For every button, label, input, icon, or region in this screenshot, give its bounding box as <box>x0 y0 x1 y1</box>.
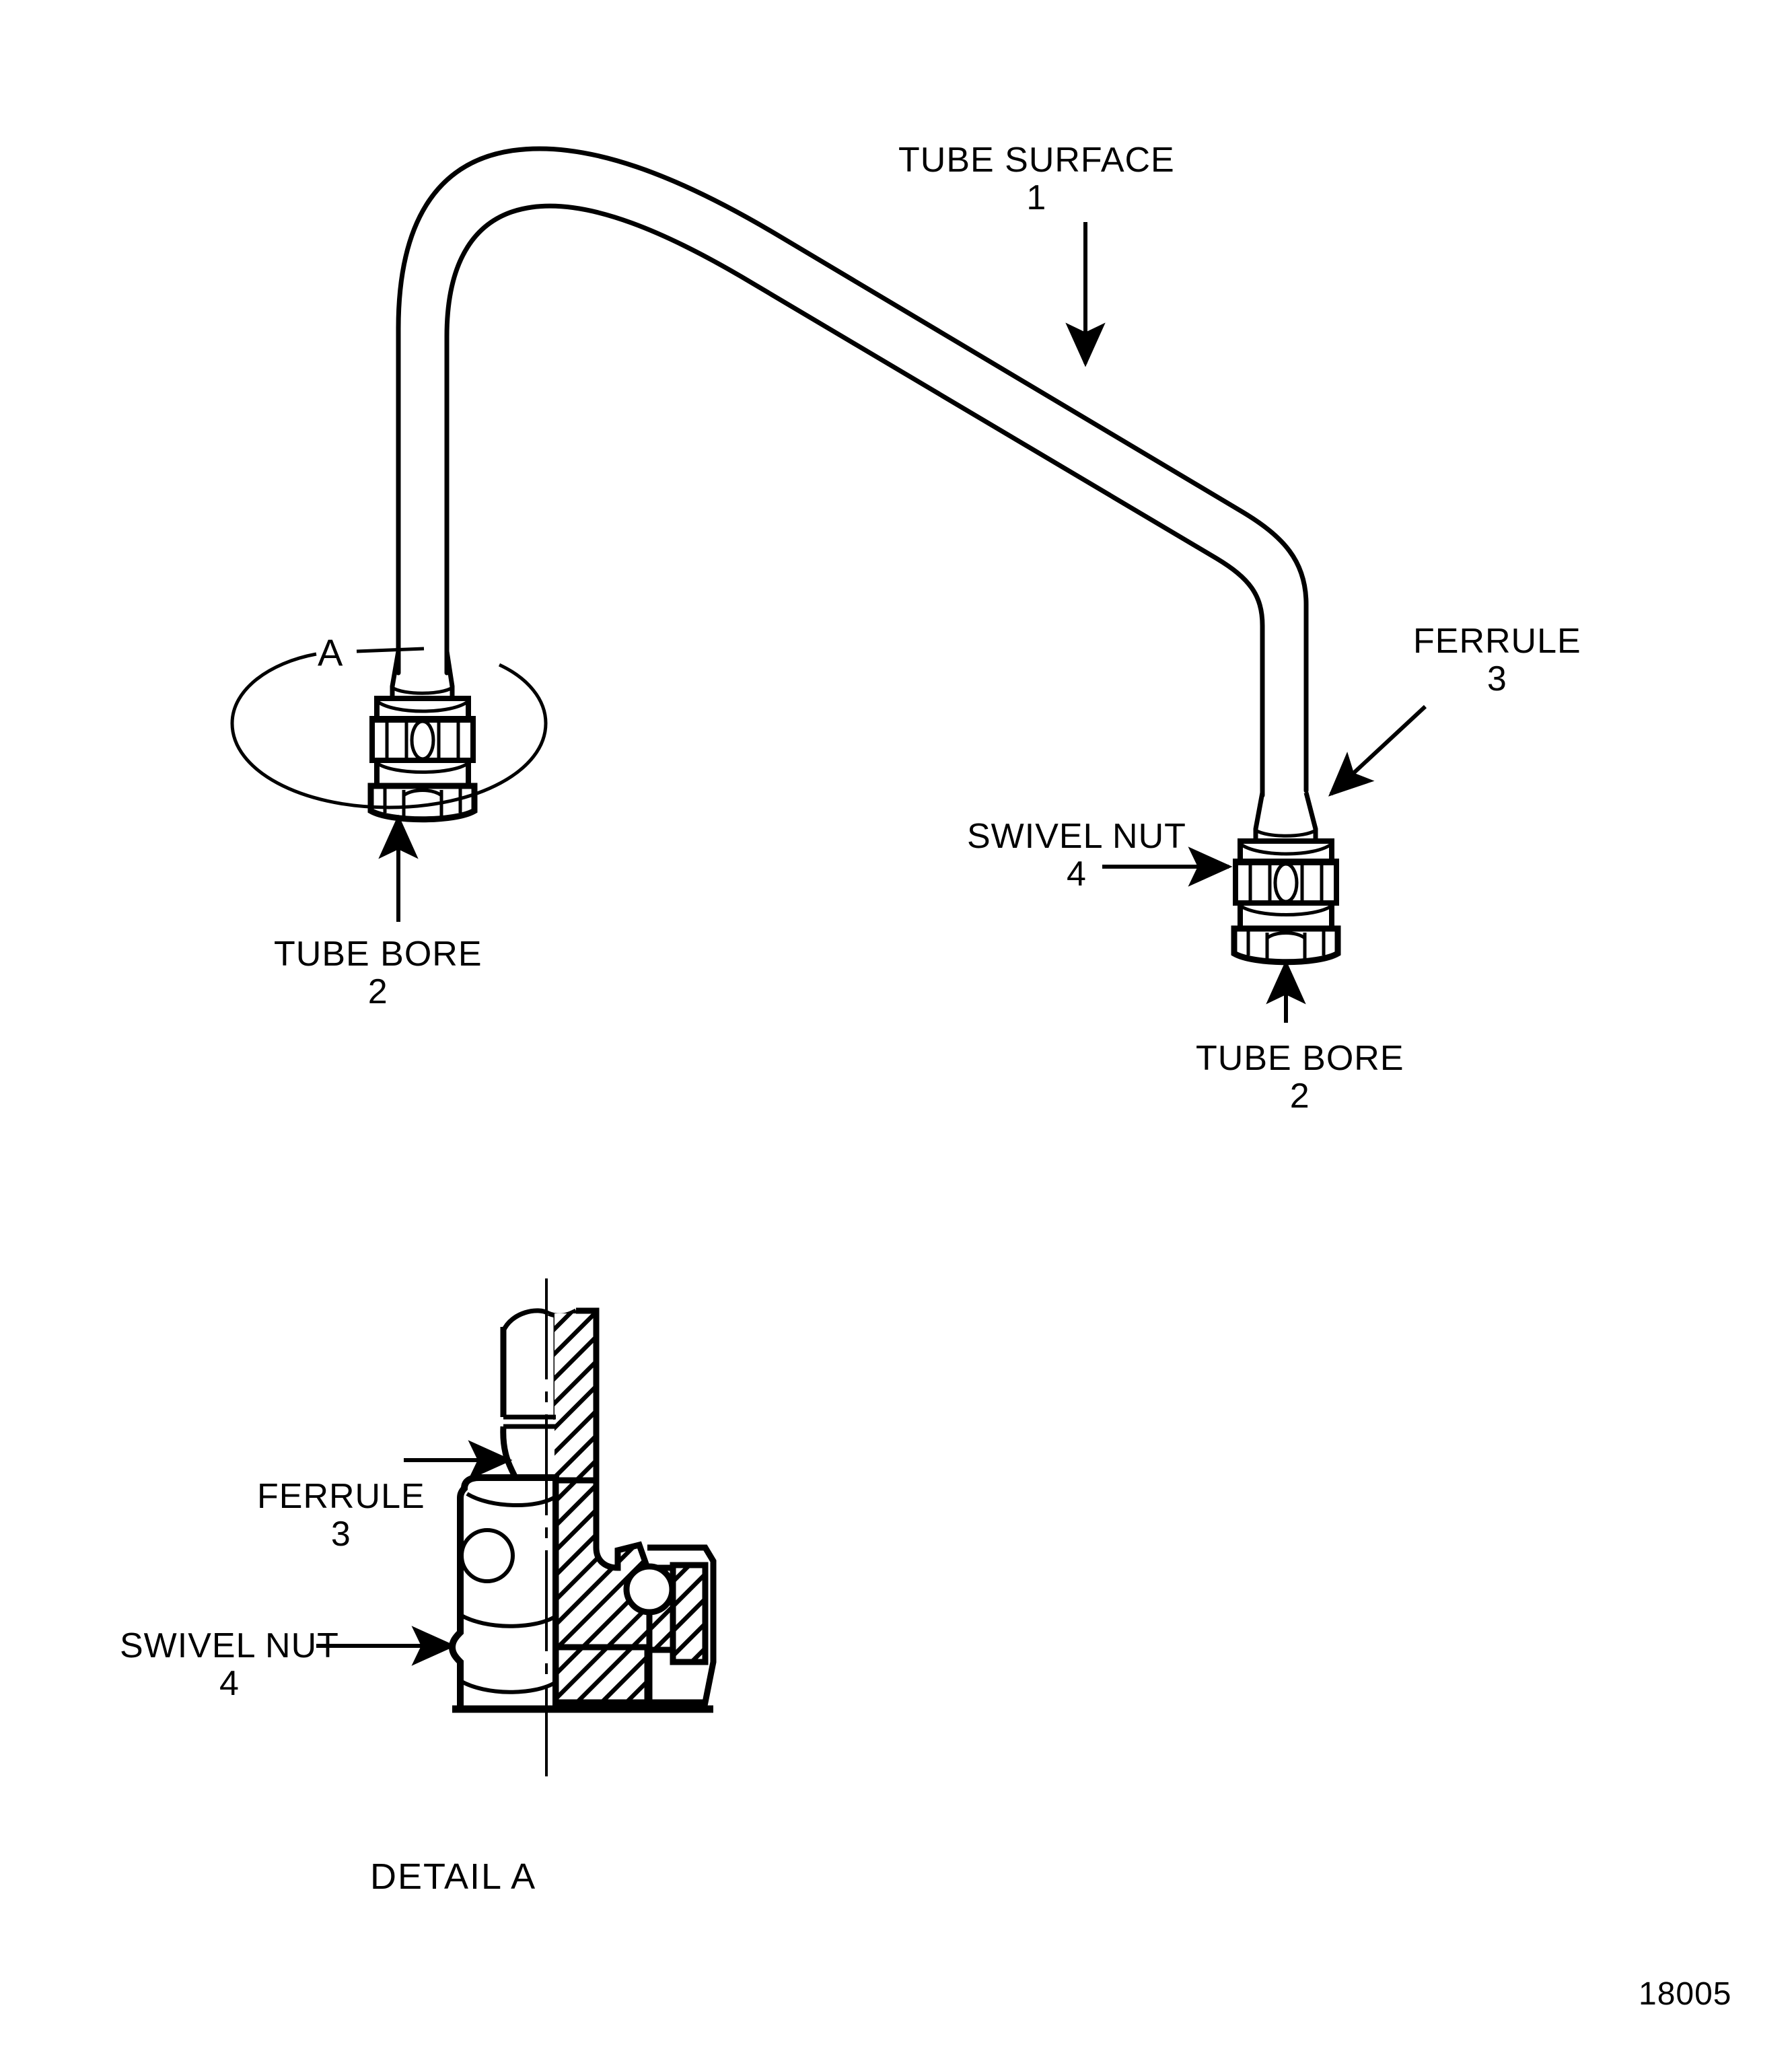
right-fitting-assembly <box>1231 792 1341 966</box>
left-fitting-assembly <box>230 647 548 823</box>
detail-nut-shoulder-ellipse <box>459 1613 557 1628</box>
callout-tube-bore-right-number: 2 <box>1289 1077 1310 1116</box>
right-ferrule-neck-ellipse <box>1254 828 1317 838</box>
detail-ball-seat <box>623 1563 676 1616</box>
callout-swivel-nut-right-text: SWIVEL NUT <box>967 817 1186 856</box>
detail-swivel-nut-exterior <box>448 1474 559 1712</box>
detail-nut-outline <box>448 1474 559 1712</box>
callout-swivel-nut-detail-text: SWIVEL NUT <box>120 1626 339 1665</box>
callout-tube-bore-right: TUBE BORE 2 <box>1196 1040 1404 1115</box>
detail-circle-a <box>230 652 548 809</box>
right-nut-hex-body <box>1233 859 1339 906</box>
detail-a-section-view <box>448 1278 717 1776</box>
figure-number: 18005 <box>1639 1976 1732 2012</box>
callout-ferrule-right-number: 3 <box>1486 659 1507 699</box>
left-nut-mid-ellipse <box>375 761 470 774</box>
callout-tube-bore-left-number: 2 <box>367 972 388 1012</box>
right-nut-mid-ellipse <box>1239 904 1333 916</box>
detail-circle-tick <box>356 647 425 653</box>
callout-tube-bore-left: TUBE BORE 2 <box>274 935 482 1011</box>
detail-circle-letter: A <box>318 631 344 674</box>
callout-tube-surface-text: TUBE SURFACE <box>898 141 1175 180</box>
callout-tube-bore-right-text: TUBE BORE <box>1196 1039 1404 1078</box>
callout-ferrule-detail-number: 3 <box>330 1515 351 1554</box>
callout-tube-bore-left-text: TUBE BORE <box>274 935 482 974</box>
tube-inner-edge <box>444 203 1265 798</box>
callout-swivel-nut-detail: SWIVEL NUT 4 <box>120 1627 339 1702</box>
right-nut-flutes <box>1248 862 1324 904</box>
callout-ferrule-right-text: FERRULE <box>1413 622 1581 661</box>
leader-ferrule-right <box>1328 704 1427 797</box>
detail-nut-surface-lines <box>459 1492 557 1694</box>
detail-nut-side-hole <box>460 1528 515 1583</box>
left-nut-hex-body <box>369 716 476 763</box>
detail-ferrule-taper-left <box>500 1426 519 1480</box>
detail-ferrule <box>500 1426 556 1480</box>
leader-lines-main <box>378 222 1427 1023</box>
main-tube-assembly <box>396 146 1309 798</box>
detail-thread-outline <box>647 1544 717 1706</box>
detail-a-caption: DETAIL A <box>370 1856 537 1897</box>
left-nut-flutes <box>385 719 460 761</box>
callout-ferrule-detail-text: FERRULE <box>257 1477 425 1516</box>
detail-nut-base-ellipse <box>459 1679 557 1694</box>
detail-tube-top-left <box>501 1308 550 1332</box>
left-ferrule-neck-ellipse <box>391 686 454 695</box>
right-nut-collar-ellipse <box>1239 842 1333 856</box>
callout-ferrule-right: FERRULE 3 <box>1413 622 1581 698</box>
detail-nut-thread-block <box>647 1544 717 1706</box>
tube-outer-edge <box>396 146 1309 793</box>
callout-ferrule-detail: FERRULE 3 <box>257 1478 425 1553</box>
right-nut-knurl-teeth <box>1246 931 1326 960</box>
left-nut-knurl-base <box>367 783 478 823</box>
leader-lines-detail <box>316 1440 513 1666</box>
callout-tube-surface-number: 1 <box>1026 178 1047 218</box>
callout-tube-surface: TUBE SURFACE 1 <box>898 141 1175 217</box>
left-nut-collar-ellipse <box>375 699 470 713</box>
detail-nut-top-ellipse <box>466 1492 557 1507</box>
callout-swivel-nut-right: SWIVEL NUT 4 <box>967 818 1186 893</box>
callout-swivel-nut-detail-number: 4 <box>219 1664 240 1704</box>
left-nut-knurl-teeth <box>383 789 462 817</box>
callout-swivel-nut-right-number: 4 <box>1066 855 1087 894</box>
